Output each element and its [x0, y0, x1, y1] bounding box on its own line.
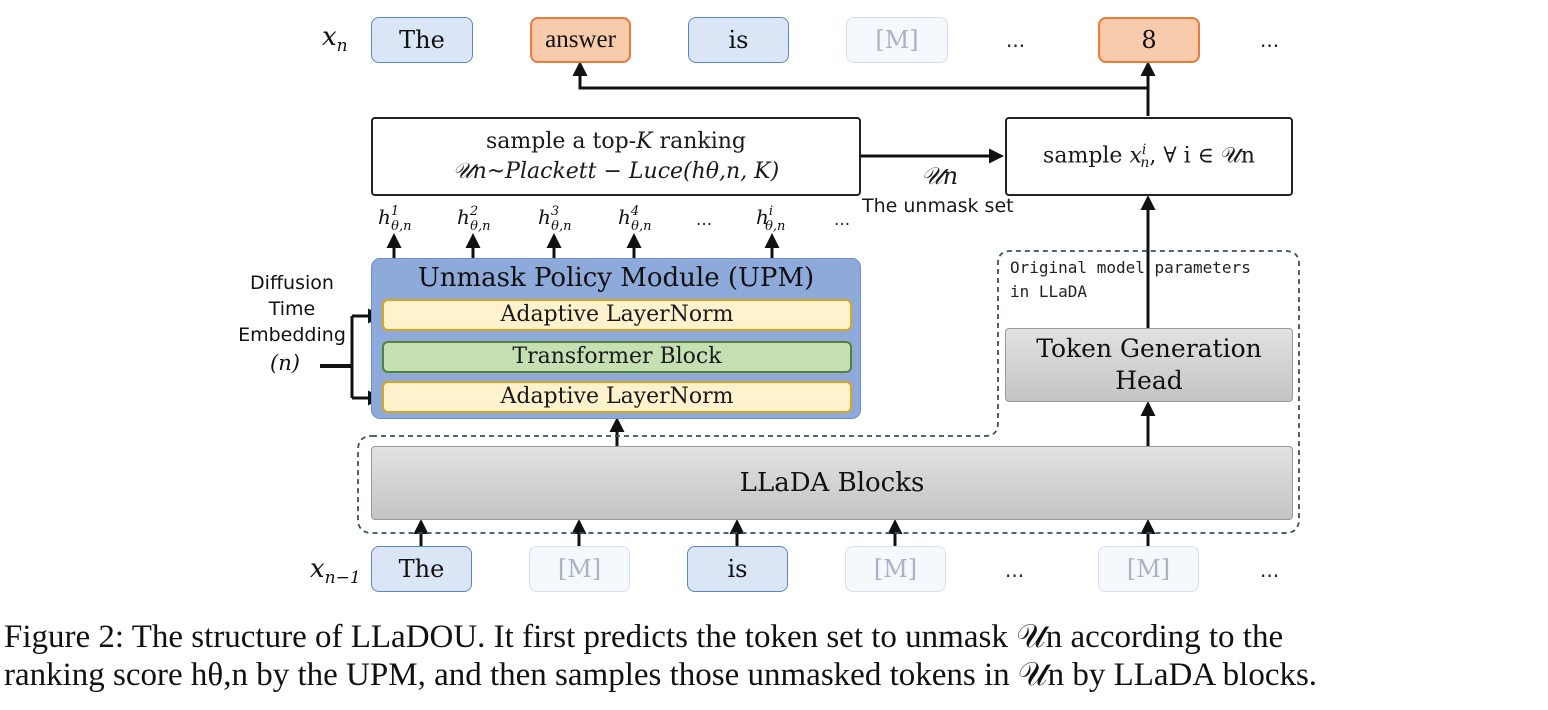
caption-line-2: ranking score hθ,n by the UPM, and then …: [4, 657, 1318, 693]
ranking-box-line1: sample a top-K ranking: [486, 128, 746, 154]
h-label-1: h1θ,n: [378, 204, 412, 234]
bottom-ellipsis-1: ...: [1005, 558, 1025, 582]
unmask-set-symbol: 𝒰n: [921, 162, 959, 190]
bottom-token-is: is: [687, 546, 788, 592]
original-params-label: Original model parameters in LLaDA: [1010, 258, 1251, 301]
h-label-4: h4θ,n: [618, 204, 652, 234]
top-ellipsis-2: ...: [1260, 28, 1280, 52]
figure-caption: Figure 2: The structure of LLaDOU. It fi…: [4, 618, 1544, 694]
bottom-row-label: xn−1: [310, 554, 361, 589]
top-token-mask: [M]: [846, 17, 948, 63]
bottom-ellipsis-2: ...: [1260, 558, 1280, 582]
top-ellipsis-1: ...: [1006, 28, 1026, 52]
arrow-sample-to-token-answer: [572, 61, 1148, 90]
bottom-token-mask-1: [M]: [529, 546, 630, 592]
top-token-answer: answer: [530, 17, 631, 63]
upm-transformer-block: Transformer Block: [382, 341, 852, 373]
top-row-label: xn: [322, 22, 348, 57]
h-label-i: hiθ,n: [756, 204, 786, 234]
upm-layernorm-top: Adaptive LayerNorm: [382, 299, 852, 331]
llada-blocks: LLaDA Blocks: [371, 446, 1293, 520]
top-token-the: The: [371, 17, 473, 63]
h-ellipsis-2: ...: [834, 210, 851, 230]
unmask-set-label: The unmask set: [862, 195, 1014, 217]
diffusion-time-embedding-label: Diffusion Time Embedding (n): [238, 272, 346, 375]
ranking-box-line2: 𝒰n~Plackett − Luce(hθ,n, K): [452, 158, 780, 184]
h-label-2: h2θ,n: [457, 204, 491, 234]
sample-box: sample xin, ∀ i ∈ 𝒰n: [1005, 117, 1293, 196]
h-label-3: h3θ,n: [538, 204, 572, 234]
caption-line-1: Figure 2: The structure of LLaDOU. It fi…: [4, 619, 1284, 655]
upm-layernorm-bottom: Adaptive LayerNorm: [382, 381, 852, 413]
ranking-box: sample a top-K ranking 𝒰n~Plackett − Luc…: [371, 117, 861, 196]
bottom-token-mask-2: [M]: [845, 546, 946, 592]
original-params-outline: [357, 250, 1300, 534]
top-token-8: 8: [1098, 17, 1200, 63]
upm-module: Unmask Policy Module (UPM) Adaptive Laye…: [371, 258, 861, 419]
h-ellipsis-1: ...: [696, 210, 713, 230]
token-generation-head: Token Generation Head: [1005, 328, 1293, 402]
top-token-is: is: [688, 17, 789, 63]
bottom-token-mask-3: [M]: [1098, 546, 1199, 592]
bottom-token-the: The: [371, 546, 472, 592]
upm-title: Unmask Policy Module (UPM): [417, 263, 815, 293]
sample-box-text: sample xin, ∀ i ∈ 𝒰n: [1043, 141, 1255, 172]
